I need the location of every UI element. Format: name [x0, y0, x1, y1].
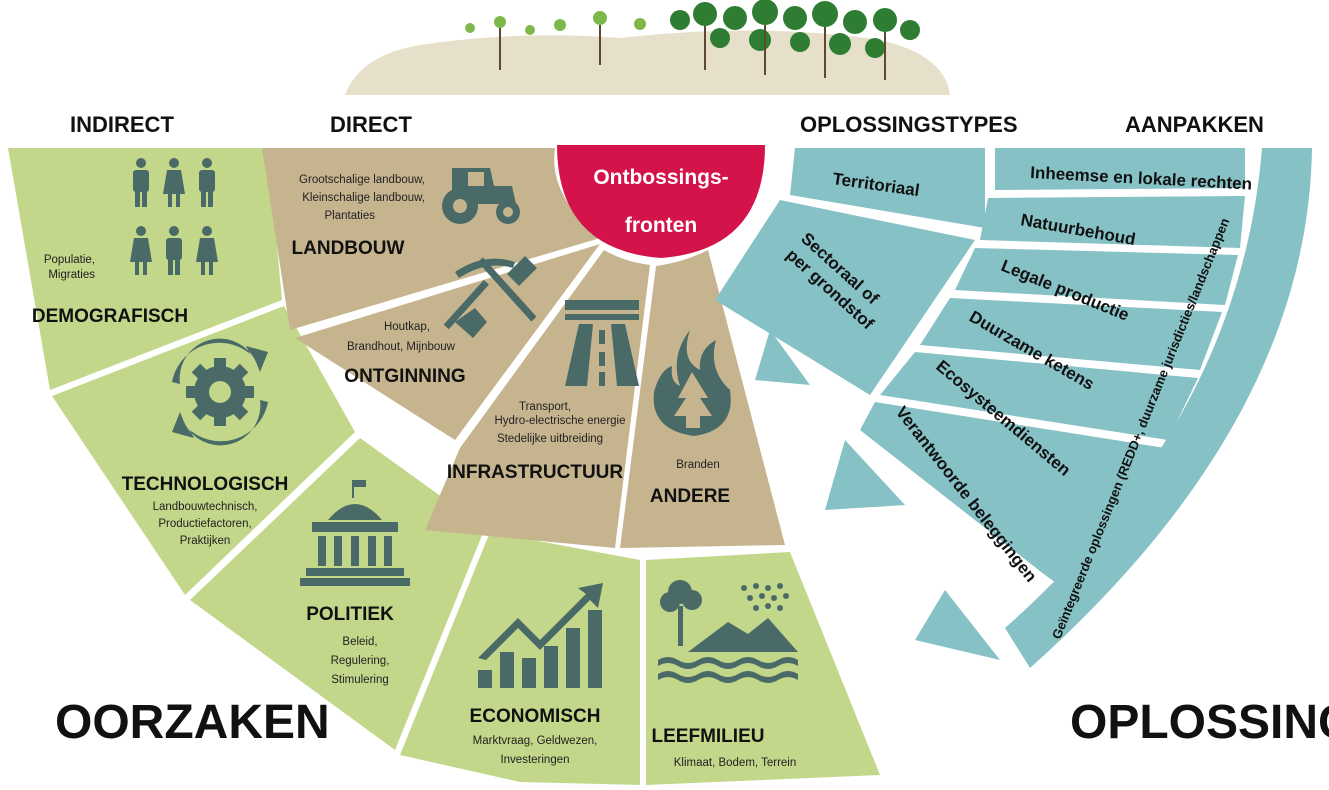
- svg-text:ECONOMISCH: ECONOMISCH: [470, 706, 601, 727]
- svg-text:ANDERE: ANDERE: [650, 486, 730, 507]
- solution-type-territoriaal: [790, 148, 985, 228]
- tractor-icon: [442, 168, 520, 224]
- solution-type-sectoraal: [715, 200, 975, 395]
- header-direct: DIRECT: [330, 112, 412, 137]
- segment-infrastructuur: [425, 250, 650, 548]
- label-technologisch: TECHNOLOGISCH Landbouwtechnisch, Product…: [122, 474, 289, 547]
- svg-text:DEMOGRAFISCH: DEMOGRAFISCH: [32, 306, 188, 327]
- integrated-band: [1005, 148, 1312, 668]
- nature-icon: [658, 580, 798, 683]
- svg-text:Stedelijke uitbreiding: Stedelijke uitbreiding: [497, 433, 603, 445]
- approach-2: [955, 248, 1238, 305]
- label-landbouw: Grootschalige landbouw, Kleinschalige la…: [292, 174, 425, 259]
- approach-1: [980, 196, 1245, 248]
- header-indirect: INDIRECT: [70, 112, 174, 137]
- svg-text:Regulering,: Regulering,: [331, 655, 390, 667]
- label-ontginning: Houtkap, Brandhout, Mijnbouw ONTGINNING: [344, 321, 465, 387]
- svg-text:Stimulering: Stimulering: [331, 674, 389, 686]
- gear-cycle-icon: [172, 338, 268, 446]
- svg-text:INFRASTRUCTUUR: INFRASTRUCTUUR: [447, 462, 624, 483]
- svg-text:LANDBOUW: LANDBOUW: [292, 238, 405, 259]
- svg-text:Plantaties: Plantaties: [324, 210, 375, 222]
- people-icon: [130, 158, 218, 275]
- label-oorzaken: OORZAKEN: [55, 696, 330, 749]
- forest-hill-illustration: [345, 0, 950, 95]
- svg-text:Grootschalige landbouw,: Grootschalige landbouw,: [299, 174, 425, 186]
- segment-landbouw: [262, 148, 600, 330]
- svg-text:Branden: Branden: [676, 459, 719, 471]
- label-demografisch: Populatie, Migraties DEMOGRAFISCH: [32, 254, 188, 327]
- svg-text:Brandhout, Mijnbouw: Brandhout, Mijnbouw: [347, 341, 456, 353]
- approach-4: [880, 352, 1198, 440]
- svg-text:Populatie,: Populatie,: [44, 254, 95, 266]
- svg-text:Landbouwtechnisch,: Landbouwtechnisch,: [153, 501, 258, 513]
- center-line2: fronten: [625, 214, 697, 237]
- label-infrastructuur: Transport, Hydro-electrische energie Ste…: [447, 401, 626, 483]
- segment-politiek: [190, 438, 485, 750]
- label-politiek: POLITIEK Beleid, Regulering, Stimulering: [306, 604, 394, 686]
- arrow-3: [915, 590, 1000, 660]
- segment-economisch: [400, 532, 640, 785]
- svg-text:Houtkap,: Houtkap,: [384, 321, 430, 333]
- svg-text:Productiefactoren,: Productiefactoren,: [158, 518, 251, 530]
- header-approaches: AANPAKKEN: [1125, 112, 1264, 137]
- svg-text:Transport,: Transport,: [519, 401, 571, 413]
- label-leefmilieu: LEEFMILIEU Klimaat, Bodem, Terrein: [652, 726, 797, 769]
- svg-text:Praktijken: Praktijken: [180, 535, 231, 547]
- arrow-2: [825, 440, 905, 510]
- pickaxe-shovel-icon: [443, 256, 537, 338]
- center-line1: Ontbossings-: [593, 166, 728, 189]
- segment-leefmilieu: [646, 552, 880, 785]
- svg-text:Hydro-electrische energie: Hydro-electrische energie: [494, 415, 625, 427]
- svg-text:ONTGINNING: ONTGINNING: [344, 366, 465, 387]
- svg-text:Investeringen: Investeringen: [500, 754, 569, 766]
- svg-text:Beleid,: Beleid,: [342, 636, 377, 648]
- svg-text:Migraties: Migraties: [48, 269, 95, 281]
- growth-chart-icon: [478, 583, 603, 688]
- svg-text:Klimaat, Bodem, Terrein: Klimaat, Bodem, Terrein: [674, 757, 797, 769]
- label-economisch: ECONOMISCH Marktvraag, Geldwezen, Invest…: [470, 706, 601, 766]
- segment-ontginning: [295, 244, 600, 440]
- label-andere: Branden ANDERE: [650, 459, 730, 507]
- segment-technologisch: [52, 306, 355, 595]
- government-building-icon: [300, 480, 410, 586]
- direct-ring: [262, 148, 785, 548]
- center-circle: Ontbossings- fronten: [557, 145, 765, 258]
- arrow-1: [755, 330, 810, 385]
- approach-3: [920, 298, 1222, 370]
- label-oplossingen: OPLOSSINGEN: [1070, 696, 1329, 749]
- svg-text:TECHNOLOGISCH: TECHNOLOGISCH: [122, 474, 289, 495]
- svg-text:Marktvraag, Geldwezen,: Marktvraag, Geldwezen,: [473, 735, 598, 747]
- solutions-area: [715, 148, 1312, 668]
- svg-text:LEEFMILIEU: LEEFMILIEU: [652, 726, 765, 747]
- approach-0: [995, 148, 1245, 190]
- svg-text:Kleinschalige landbouw,: Kleinschalige landbouw,: [302, 192, 425, 204]
- svg-text:POLITIEK: POLITIEK: [306, 604, 394, 625]
- road-icon: [565, 300, 639, 386]
- header-solution-types: OPLOSSINGSTYPES: [800, 112, 1018, 137]
- fire-tree-icon: [653, 330, 731, 436]
